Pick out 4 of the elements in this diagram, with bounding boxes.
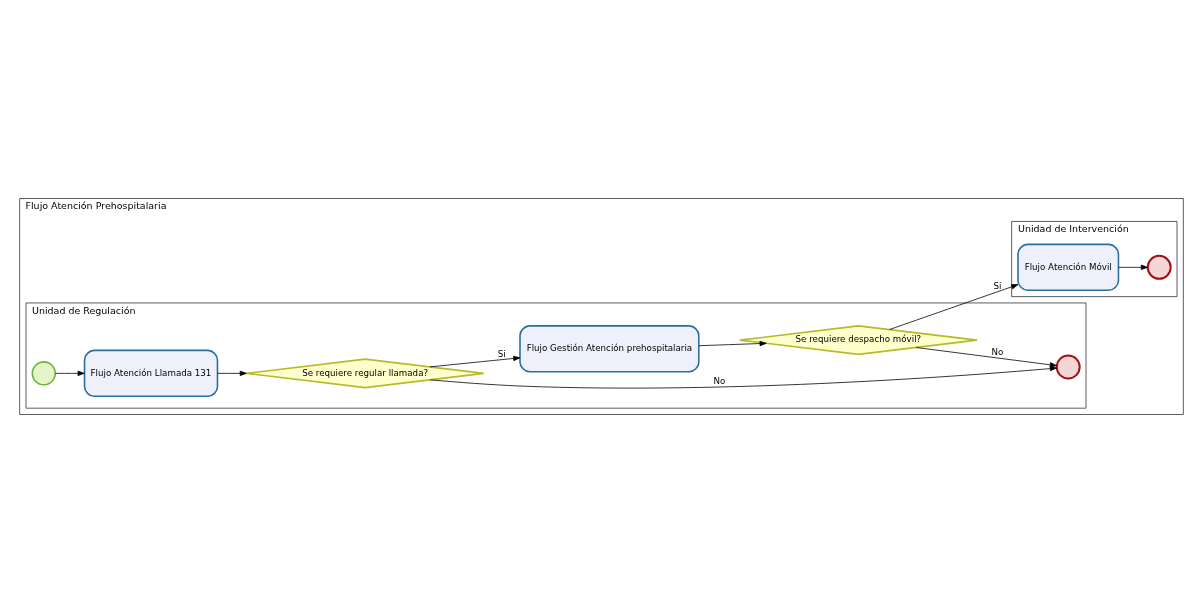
edge-label: No (713, 375, 726, 386)
edge-label: Si (993, 280, 1002, 291)
edge-label: Si (497, 348, 506, 359)
edge-label: No (991, 346, 1004, 357)
